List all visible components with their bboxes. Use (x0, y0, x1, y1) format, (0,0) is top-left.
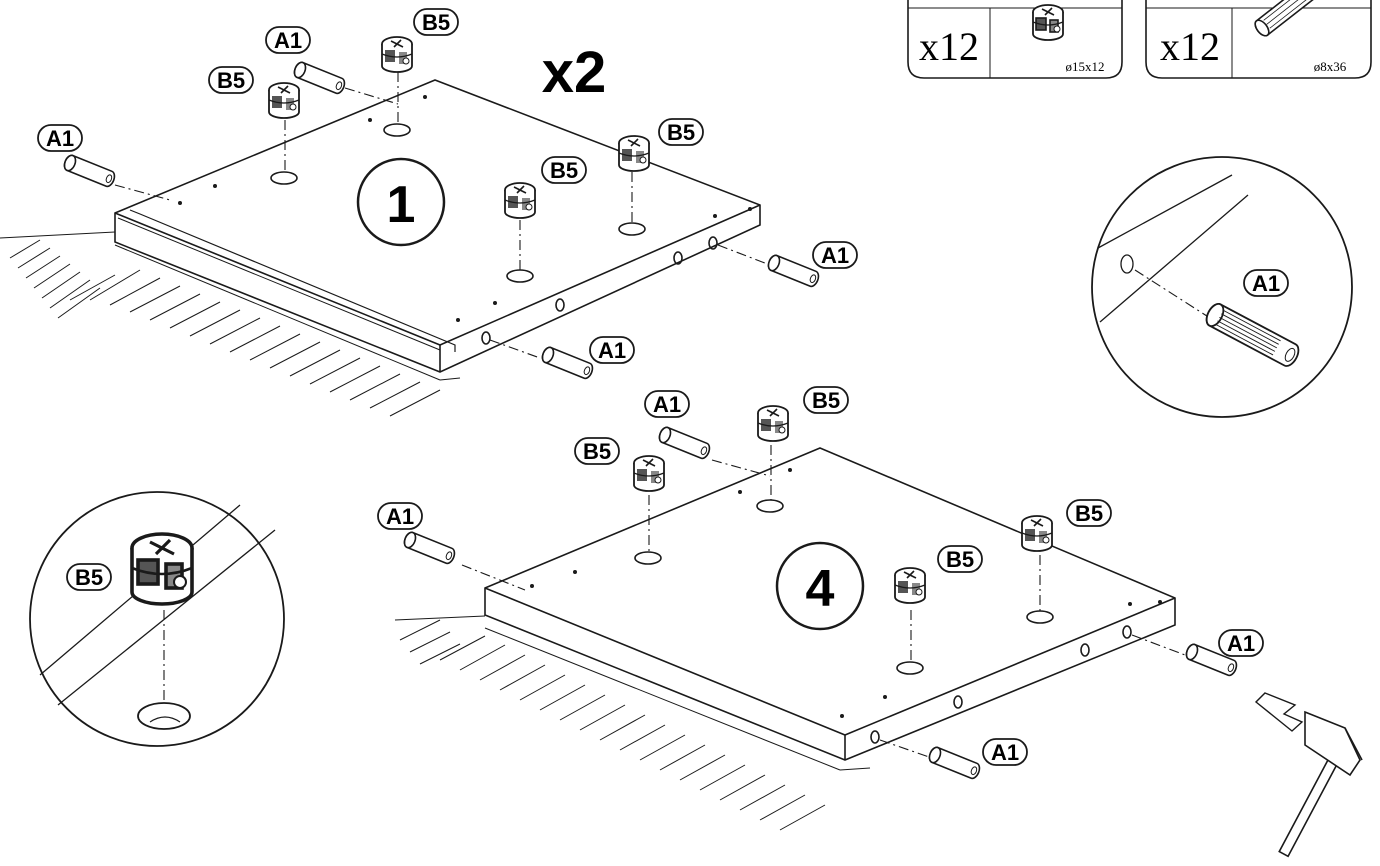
svg-text:A1: A1 (46, 126, 74, 151)
svg-text:B5: B5 (1075, 501, 1103, 526)
svg-text:B5: B5 (217, 68, 245, 93)
svg-text:B5: B5 (422, 10, 450, 35)
label-b5-top-3: B5 (658, 118, 704, 146)
svg-text:1: 1 (387, 176, 416, 234)
label-a1-top-4: A1 (589, 336, 635, 364)
svg-text:A1: A1 (1252, 271, 1280, 296)
hammer-icon (1254, 692, 1363, 858)
svg-text:A1: A1 (991, 740, 1019, 765)
svg-text:4: 4 (806, 560, 835, 618)
svg-text:B5: B5 (75, 565, 103, 590)
label-b5-bottom-3: B5 (1066, 499, 1112, 527)
part-size-cam: ø15x12 (1066, 59, 1105, 74)
label-b5-top-1: B5 (413, 8, 459, 36)
label-b5-bottom-1: B5 (803, 386, 849, 414)
svg-text:A1: A1 (386, 504, 414, 529)
label-a1-top-3: A1 (812, 241, 858, 269)
svg-text:B5: B5 (550, 158, 578, 183)
detail-cam-insertion (29, 491, 285, 747)
svg-text:A1: A1 (1227, 631, 1255, 656)
svg-text:B5: B5 (583, 439, 611, 464)
svg-text:A1: A1 (653, 392, 681, 417)
label-a1-top-2: A1 (37, 124, 83, 152)
floor-hatch-top (0, 231, 461, 417)
panel-top (0, 72, 771, 417)
part-box-dowel (1145, 0, 1372, 79)
label-a1-top-1: A1 (265, 26, 311, 54)
step-number-4: 4 (775, 541, 865, 631)
svg-text:A1: A1 (598, 338, 626, 363)
label-a1-bottom-3: A1 (1218, 629, 1264, 657)
panel-bottom (394, 445, 1186, 831)
quantity-multiplier: x2 (542, 40, 607, 105)
part-qty-dowel: x12 (1160, 24, 1220, 69)
part-size-dowel: ø8x36 (1314, 59, 1347, 74)
label-b5-detail: B5 (66, 563, 112, 591)
floor-hatch-bottom (394, 615, 871, 831)
label-b5-top-4: B5 (541, 156, 587, 184)
svg-text:B5: B5 (812, 388, 840, 413)
label-b5-top-2: B5 (208, 66, 254, 94)
svg-text:B5: B5 (667, 120, 695, 145)
svg-text:A1: A1 (274, 28, 302, 53)
label-a1-bottom-1: A1 (644, 390, 690, 418)
step-number-1: 1 (356, 157, 446, 247)
label-a1-bottom-4: A1 (982, 738, 1028, 766)
label-a1-bottom-2: A1 (377, 502, 423, 530)
part-qty-cam: x12 (919, 24, 979, 69)
label-b5-bottom-2: B5 (574, 437, 620, 465)
detail-dowel-insertion (1091, 156, 1353, 418)
svg-text:A1: A1 (821, 243, 849, 268)
label-a1-detail: A1 (1243, 269, 1289, 297)
label-b5-bottom-4: B5 (937, 545, 983, 573)
part-box-cam (907, 0, 1123, 79)
svg-text:B5: B5 (946, 547, 974, 572)
